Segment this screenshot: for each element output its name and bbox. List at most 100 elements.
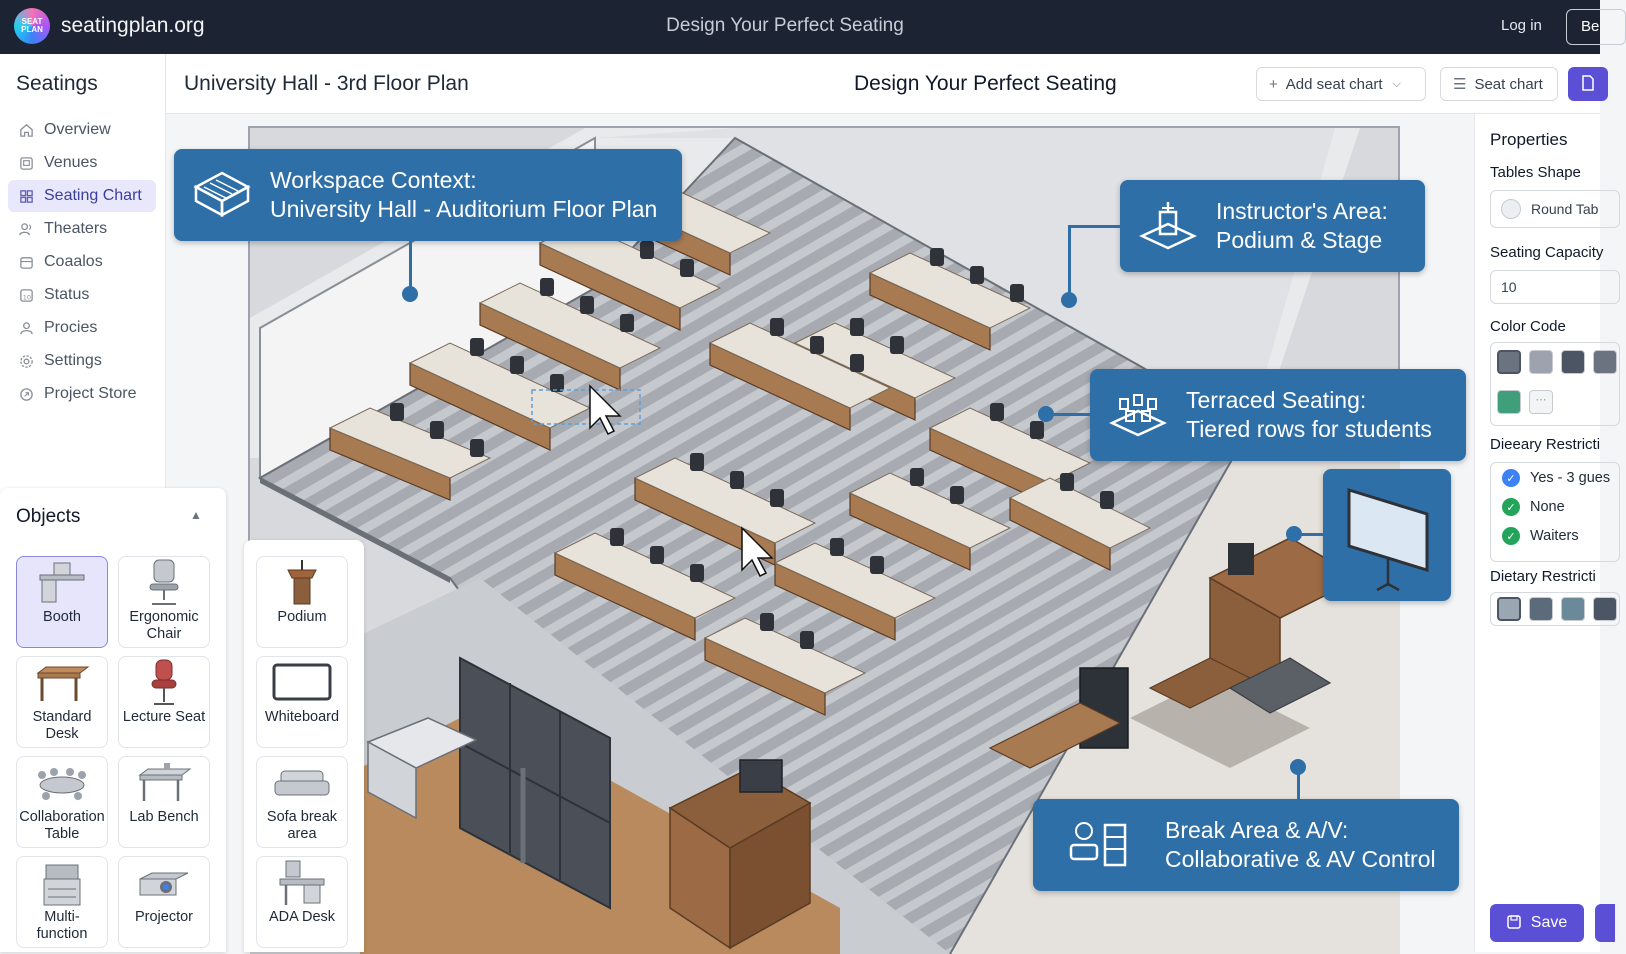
check-icon: ✓ [1502,498,1520,516]
color-swatch[interactable] [1497,350,1521,374]
sidebar-item-label: Theaters [44,220,108,237]
sidebar-item-label: Status [44,286,90,303]
sidebar-item-label: Seating Chart [44,187,142,204]
object-tile-label: Lab Bench [129,809,199,825]
dieeary-option-label: Yes - 3 gues [1530,470,1611,486]
page-header: University Hall - 3rd Floor Plan Design … [166,54,1608,114]
object-tile-sofa[interactable]: Sofa break area [256,756,348,848]
save-label: Save [1530,914,1568,931]
page-title: University Hall - 3rd Floor Plan [184,72,469,95]
sidebar-item-label: Overview [44,121,111,138]
object-tile-label: Podium [277,609,327,625]
callout-heading: Instructor's Area: [1216,198,1388,224]
sidebar-item-settings[interactable]: Settings [8,345,156,377]
object-tile-multi-function[interactable]: Multi-function [16,856,108,948]
floor-plan-icon [193,171,251,218]
object-tile-lab-bench[interactable]: Lab Bench [118,756,210,848]
object-tile-label: Multi-function [36,909,88,942]
object-tile-podium[interactable]: Podium [256,556,348,648]
printer-icon [17,857,107,909]
ada-desk-icon [257,857,347,909]
object-tile-whiteboard[interactable]: Whiteboard [256,656,348,748]
store-icon [18,386,34,402]
calendar-icon [18,254,34,270]
color-swatch[interactable] [1593,350,1617,374]
dietary-swatch[interactable] [1529,597,1553,621]
tables-shape-select[interactable]: Round Tab [1490,190,1620,228]
check-icon: ✓ [1502,469,1520,487]
callout-workspace-context: Workspace Context: University Hall - Aud… [174,149,682,241]
top-center-title: Design Your Perfect Seating [666,15,904,36]
brand-name[interactable]: seatingplan.org [61,14,205,37]
object-tile-collaboration-table[interactable]: Collaboration Table [16,756,108,848]
sidebar-item-overview[interactable]: Overview [8,114,156,146]
logo-icon[interactable]: SEAT PLAN [14,8,50,44]
callout-terraced-seating: Terraced Seating: Tiered rows for studen… [1090,369,1466,461]
check-icon: ✓ [1502,527,1520,545]
callout-pin-line [1297,766,1300,800]
object-tile-ergonomic-chair[interactable]: Ergonomic Chair [118,556,210,648]
callout-pin-line [1068,225,1071,297]
sidebar-title: Seatings [16,72,98,95]
dietary-swatch[interactable] [1497,597,1521,621]
sidebar-item-project-store[interactable]: Project Store [8,378,156,410]
floor-plan-illustration [250,128,1400,954]
sidebar-item-seating-chart[interactable]: Seating Chart [8,180,156,212]
login-link[interactable]: Log in [1501,17,1542,34]
tables-shape-value: Round Tab [1531,201,1599,217]
object-tile-ada-desk[interactable]: ADA Desk [256,856,348,948]
export-button[interactable] [1568,67,1608,101]
color-swatch[interactable] [1497,390,1521,414]
object-tile-lecture-seat[interactable]: Lecture Seat [118,656,210,748]
dieeary-option-waiters[interactable]: ✓ Waiters [1502,527,1579,545]
more-colors-icon[interactable]: ⋯ [1529,390,1553,414]
gear-icon [18,353,34,369]
svg-text:10: 10 [22,293,30,301]
sidebar-item-venues[interactable]: Venues [8,147,156,179]
object-tile-label: Ergonomic Chair [129,609,199,642]
save-options-button[interactable] [1595,904,1615,942]
color-swatch[interactable] [1529,350,1553,374]
add-seat-chart-button[interactable]: + Add seat chart ⌵ [1256,67,1426,101]
sidebar-item-label: Procies [44,319,98,336]
object-tile-booth[interactable]: Booth [16,556,108,648]
color-code-picker [1490,342,1620,426]
top-cta-button[interactable]: Be [1566,9,1626,45]
sidebar-item-procies[interactable]: Procies [8,312,156,344]
callout-subtext: Tiered rows for students [1186,416,1432,442]
round-shape-icon [1501,199,1521,219]
seating-capacity-input[interactable]: 10 [1490,270,1620,304]
callout-pin-line [1294,533,1324,536]
conference-table-icon [17,757,107,809]
sidebar-item-coaalos[interactable]: Coaalos [8,246,156,278]
dietary-swatch[interactable] [1561,597,1585,621]
seat-chart-label: Seat chart [1474,75,1543,93]
sidebar-item-label: Project Store [44,385,137,402]
dieeary-option-yes[interactable]: ✓ Yes - 3 gues [1502,469,1610,487]
header-center-title: Design Your Perfect Seating [854,72,1117,95]
chevron-up-icon[interactable]: ▲ [190,508,202,522]
chevron-down-icon: ⌵ [1392,77,1401,90]
users-icon [18,221,34,237]
desk-icon [17,657,107,709]
dietary-swatch[interactable] [1593,597,1617,621]
office-chair-icon [119,557,209,609]
sidebar-item-status[interactable]: 10 Status [8,279,156,311]
object-tile-label: Booth [43,609,81,625]
object-tile-label: Collaboration Table [19,809,105,842]
sidebar-item-theaters[interactable]: Theaters [8,213,156,245]
object-tile-standard-desk[interactable]: Standard Desk [16,656,108,748]
podium-stage-icon [1139,202,1197,250]
sidebar-item-label: Coaalos [44,253,103,270]
tiered-seats-icon [1109,394,1167,437]
document-icon [1581,74,1595,94]
sidebar-item-label: Settings [44,352,102,369]
seat-chart-button[interactable]: ☰ Seat chart [1440,67,1558,101]
callout-pin-line [409,241,412,291]
callout-pin [1061,292,1077,308]
dieeary-options [1490,462,1620,562]
color-swatch[interactable] [1561,350,1585,374]
object-tile-projector[interactable]: Projector [118,856,210,948]
save-button[interactable]: Save [1490,904,1584,942]
dieeary-option-none[interactable]: ✓ None [1502,498,1565,516]
